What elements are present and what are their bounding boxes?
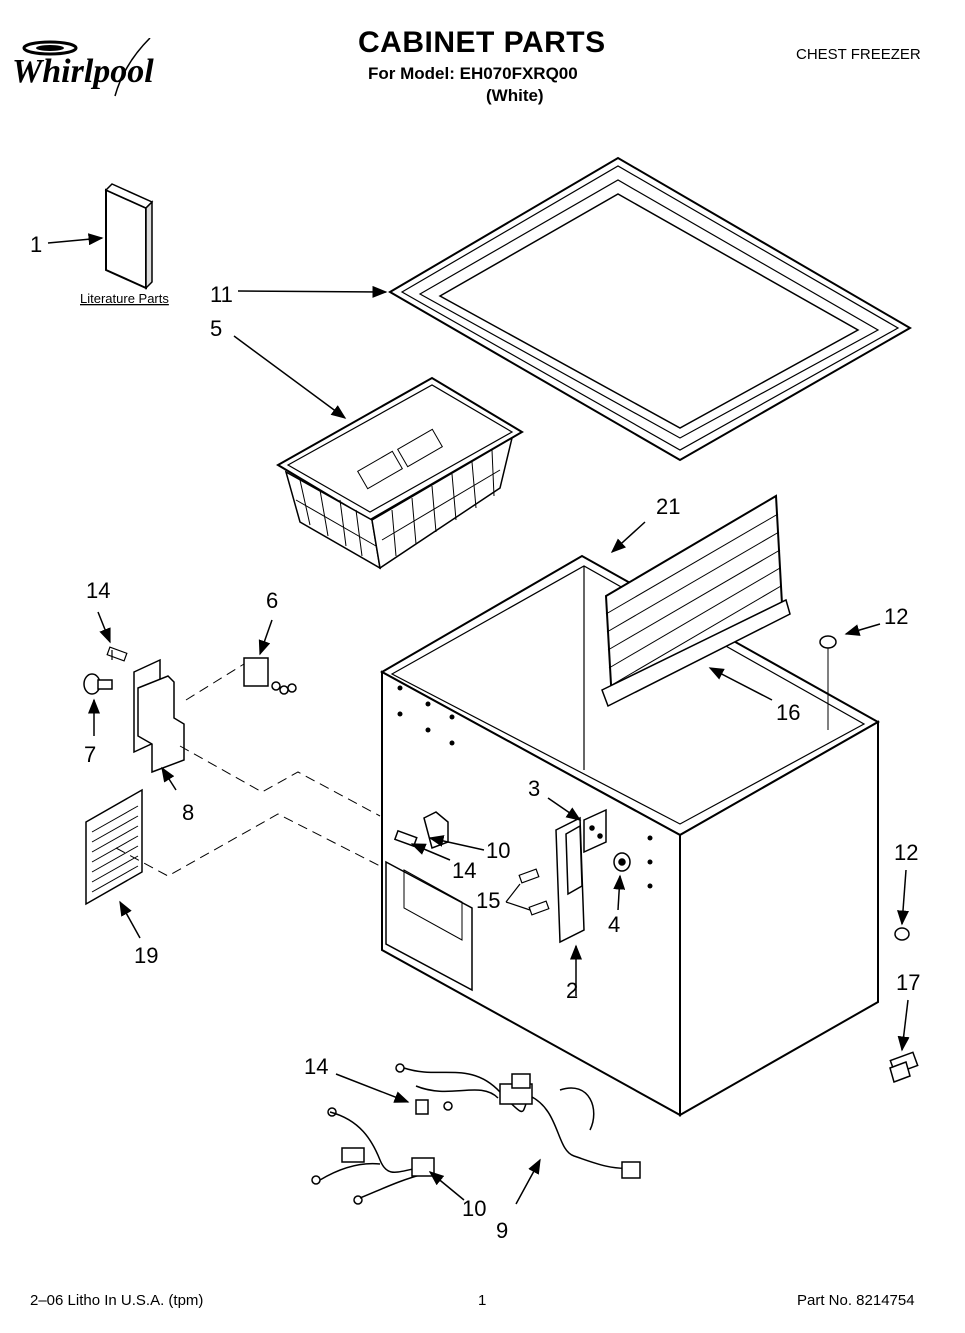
storage-basket — [276, 376, 524, 570]
model-line: For Model: EH070FXRQ00 — [368, 64, 578, 83]
callout-3: 3 — [528, 776, 540, 801]
lid-gasket — [388, 156, 912, 462]
callout-1: 1 — [30, 232, 42, 257]
cabinet-holes — [397, 685, 653, 889]
control-knob — [83, 673, 113, 695]
callout-10-cabinet: 10 — [486, 838, 510, 863]
product-category: CHEST FREEZER — [796, 46, 921, 63]
bracket-screw — [106, 646, 128, 662]
callout-4: 4 — [608, 912, 620, 937]
cabinet-divider — [601, 494, 791, 708]
control-bracket — [133, 658, 185, 774]
part-number: Part No. 8214754 — [797, 1292, 915, 1309]
callout-8: 8 — [182, 800, 194, 825]
color-variant: (White) — [486, 86, 544, 105]
callout-14-harness: 14 — [304, 1054, 328, 1079]
hinge-bracket-plate — [583, 808, 607, 854]
literature-parts-link[interactable]: Literature Parts — [80, 291, 169, 306]
hinge-bushing — [613, 852, 631, 872]
leveling-leg — [889, 1051, 919, 1083]
callout-12-side: 12 — [894, 840, 918, 865]
callout-5: 5 — [210, 316, 222, 341]
callout-19: 19 — [134, 943, 158, 968]
whirlpool-logo: Whirlpool — [10, 37, 200, 98]
page-title: CABINET PARTS — [358, 26, 606, 59]
callout-6: 6 — [266, 588, 278, 613]
literature-booklet — [104, 183, 154, 290]
callout-11: 11 — [210, 282, 233, 307]
callout-16: 16 — [776, 700, 800, 725]
callout-21: 21 — [656, 494, 680, 519]
thermostat — [243, 657, 297, 695]
callout-10-harness: 10 — [462, 1196, 486, 1221]
callout-14-mid: 14 — [452, 858, 476, 883]
litho-note: 2–06 Litho In U.S.A. (tpm) — [30, 1292, 204, 1309]
callout-17: 17 — [896, 970, 920, 995]
cabinet-plug-top — [819, 635, 837, 730]
hinge-screws — [518, 868, 550, 916]
lid-hinge — [555, 816, 585, 944]
callout-15: 15 — [476, 888, 500, 913]
cabinet-plug-side — [894, 927, 910, 941]
callout-14-top: 14 — [86, 578, 110, 603]
wire-harness — [311, 1063, 641, 1205]
page-number: 1 — [478, 1292, 487, 1309]
callout-7: 7 — [84, 742, 96, 767]
callout-2: 2 — [566, 978, 578, 1003]
callout-12-top: 12 — [884, 604, 908, 629]
compressor-grille — [85, 788, 143, 906]
svg-text:Whirlpool: Whirlpool — [12, 53, 154, 90]
callout-9: 9 — [496, 1218, 508, 1243]
